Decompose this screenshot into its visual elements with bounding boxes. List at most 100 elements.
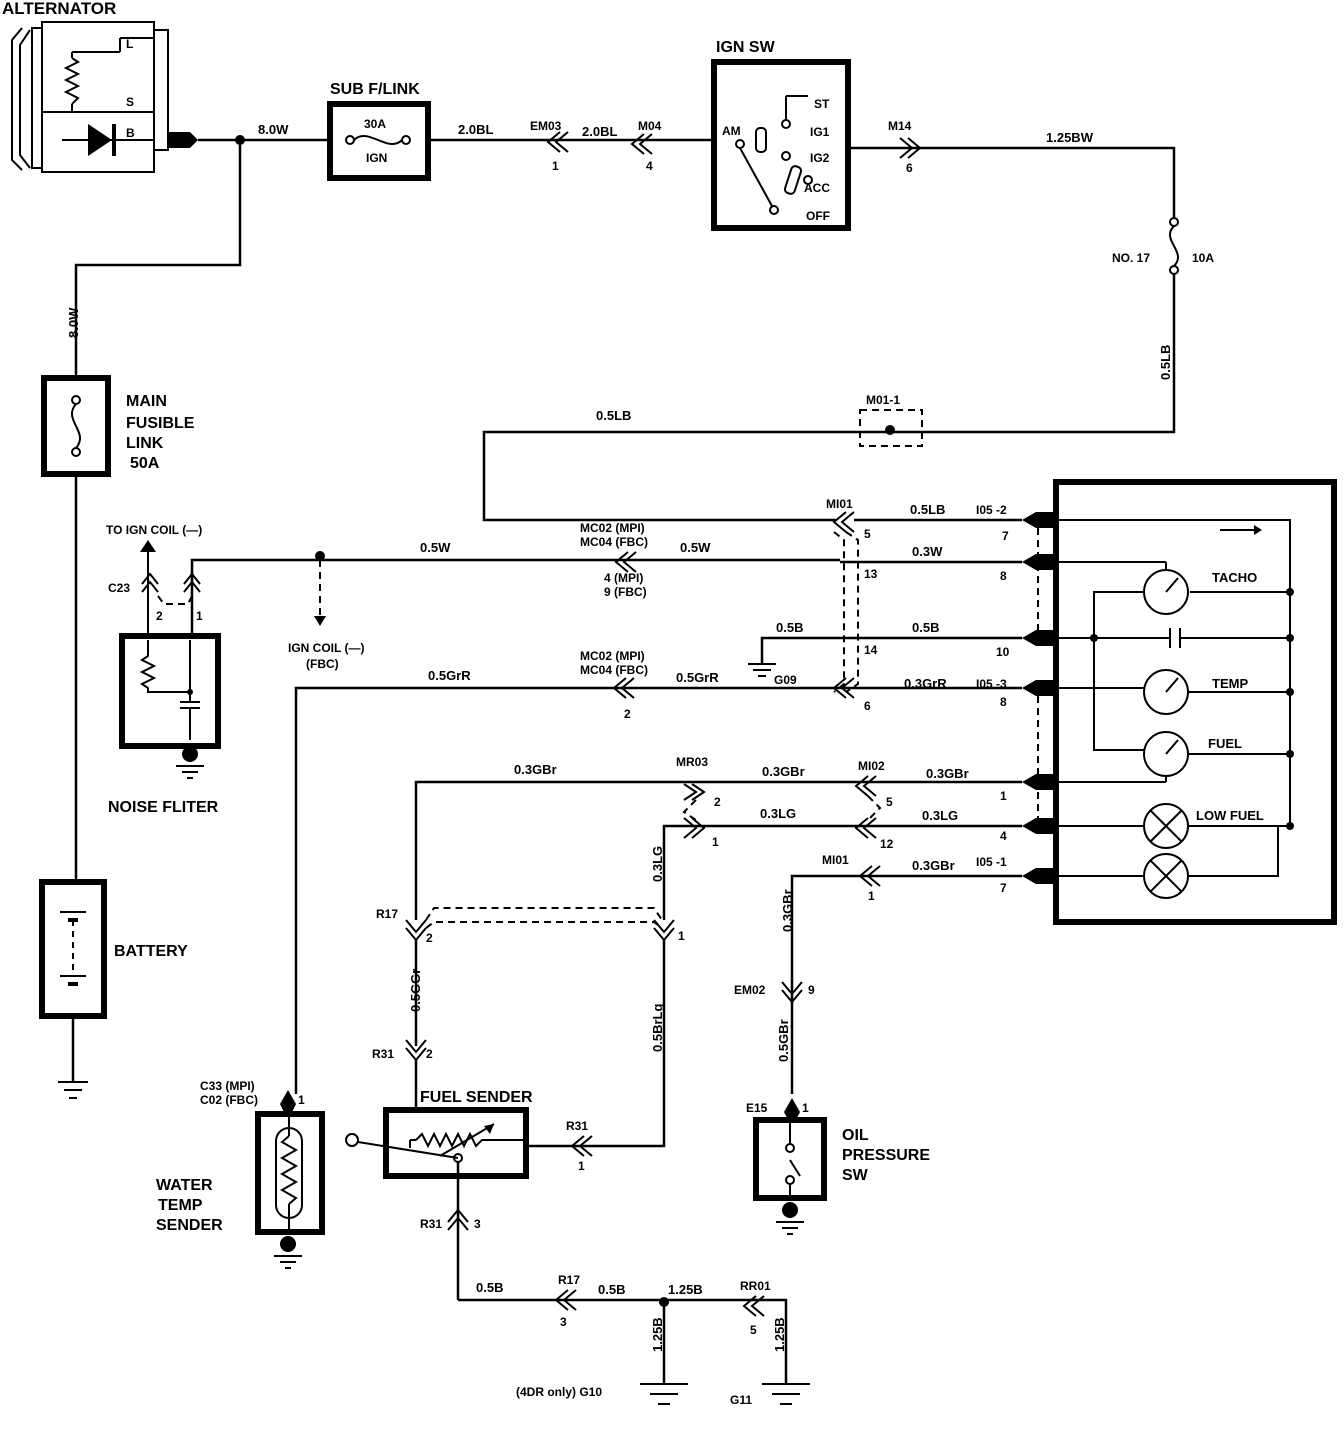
ground-icon <box>762 1383 810 1405</box>
instrument-cluster <box>1053 479 1337 925</box>
wire-label: 0.5LB <box>910 502 945 517</box>
ground-icon <box>748 663 776 677</box>
ground-icon <box>58 1081 88 1099</box>
alt-l-label: L <box>126 37 133 51</box>
wire-label: 0.3GBr <box>514 762 557 777</box>
low-fuel-label: LOW FUEL <box>1196 808 1264 823</box>
wire-label: 2.0BL <box>458 122 493 137</box>
pin-label: 1 <box>1000 789 1007 803</box>
pin-label: 1 <box>802 1101 809 1115</box>
wire-label: 1.25B <box>772 1317 787 1352</box>
wire-label: 0.3GBr <box>926 766 969 781</box>
pin-label: 1 <box>868 889 875 903</box>
pin-label: 12 <box>880 837 894 851</box>
alt-s-label: S <box>126 95 134 109</box>
pin-label: 2 <box>714 795 721 809</box>
oil-pressure-switch <box>753 1117 827 1201</box>
sub-link-amp: 30A <box>364 117 386 131</box>
pin-label: 1 <box>196 609 203 623</box>
connector-label: RR01 <box>740 1279 771 1293</box>
main-link-label: 50A <box>130 455 160 472</box>
wire-label: 0.3W <box>912 544 943 559</box>
wire-label: 1.25BW <box>1046 130 1094 145</box>
wire-label: 0.5LB <box>596 408 631 423</box>
sw-st: ST <box>814 97 830 111</box>
connector-label: MI01 <box>826 497 853 511</box>
sw-acc: ACC <box>804 181 830 195</box>
wire-label: 1.25B <box>668 1282 703 1297</box>
pin-label: 5 <box>886 795 893 809</box>
connector-label: M01-1 <box>866 393 900 407</box>
connector-label: R31 <box>566 1119 588 1133</box>
wire-label: 0.5W <box>680 540 711 555</box>
wire-label: 0.3GBr <box>780 889 795 932</box>
alt-b-label: B <box>126 126 135 140</box>
ign-coil-fbc-label: IGN COIL (—) <box>288 641 364 655</box>
fuel-sender <box>345 1107 529 1179</box>
oil-switch-label: OIL <box>842 1127 869 1144</box>
wire-label: 0.5B <box>598 1282 625 1297</box>
pin-label: 6 <box>864 699 871 713</box>
water-sender-label: TEMP <box>158 1197 203 1214</box>
gauge-fuel-label: FUEL <box>1208 736 1242 751</box>
connector-label: R17 <box>558 1273 580 1287</box>
pin-label: 2 <box>426 1047 433 1061</box>
battery <box>39 879 107 1019</box>
pin-label: 4 <box>1000 829 1007 843</box>
connector-label: MC02 (MPI) <box>580 521 645 535</box>
wire-label: 0.5BrLg <box>650 1004 665 1052</box>
ignition-switch: AM ST IG1 IG2 ACC OFF <box>711 59 851 231</box>
wire-label: 0.5W <box>420 540 451 555</box>
wire-label: 0.3LG <box>922 808 958 823</box>
ground-icon <box>776 1202 804 1235</box>
battery-label: BATTERY <box>114 943 188 960</box>
pin-label: 1 <box>712 835 719 849</box>
pin-label: 2 <box>156 609 163 623</box>
connector-label: MI02 <box>858 759 885 773</box>
connector-label: EM03 <box>530 119 562 133</box>
noise-filter <box>119 633 221 749</box>
wire-label: 0.5B <box>476 1280 503 1295</box>
connector-label: MR03 <box>676 755 708 769</box>
wire-label: 0.5GGr <box>408 969 423 1012</box>
connector-label: EM02 <box>734 983 766 997</box>
fuse-amp: 10A <box>1192 251 1214 265</box>
connector-label: C23 <box>108 581 130 595</box>
wire-label: 0.5LB <box>1158 345 1173 380</box>
main-link-label: LINK <box>126 435 164 452</box>
ign-sw-label: IGN SW <box>716 39 776 56</box>
pin-label: 7 <box>1000 881 1007 895</box>
sw-ig1: IG1 <box>810 125 830 139</box>
pin-label: 6 <box>906 161 913 175</box>
oil-switch-label: SW <box>842 1167 869 1184</box>
pin-label: 4 <box>646 159 653 173</box>
water-sender-label: WATER <box>156 1177 213 1194</box>
alternator-label: ALTERNATOR <box>2 0 116 18</box>
pin-label: 14 <box>864 643 878 657</box>
sw-off: OFF <box>806 209 830 223</box>
main-link-label: FUSIBLE <box>126 415 195 432</box>
sw-am: AM <box>722 124 741 138</box>
pin-label: 3 <box>474 1217 481 1231</box>
connector-label: MI01 <box>822 853 849 867</box>
pin-label: 5 <box>750 1323 757 1337</box>
pin-label: 1 <box>298 1093 305 1107</box>
wire-label: 0.5B <box>776 620 803 635</box>
oil-switch-label: PRESSURE <box>842 1147 930 1164</box>
connector-label: M04 <box>638 119 662 133</box>
connector-label: I05 -2 <box>976 503 1007 517</box>
connector-label: R17 <box>376 907 398 921</box>
pin-label: 2 <box>624 707 631 721</box>
connector-label: M14 <box>888 119 912 133</box>
sw-ig2: IG2 <box>810 151 830 165</box>
wire-label: 1.25B <box>650 1317 665 1352</box>
wire-label: 0.3GrR <box>904 676 947 691</box>
pin-label: 4 (MPI) <box>604 571 643 585</box>
alternator: L S B <box>11 21 198 173</box>
connector-label: MC02 (MPI) <box>580 649 645 663</box>
wire-label: 0.3LG <box>760 806 796 821</box>
noise-filter-label: NOISE FLITER <box>108 799 219 816</box>
wire-label: 8.0W <box>258 122 289 137</box>
cluster-connectors <box>1022 512 1056 884</box>
wire-label: 0.3GBr <box>912 858 955 873</box>
